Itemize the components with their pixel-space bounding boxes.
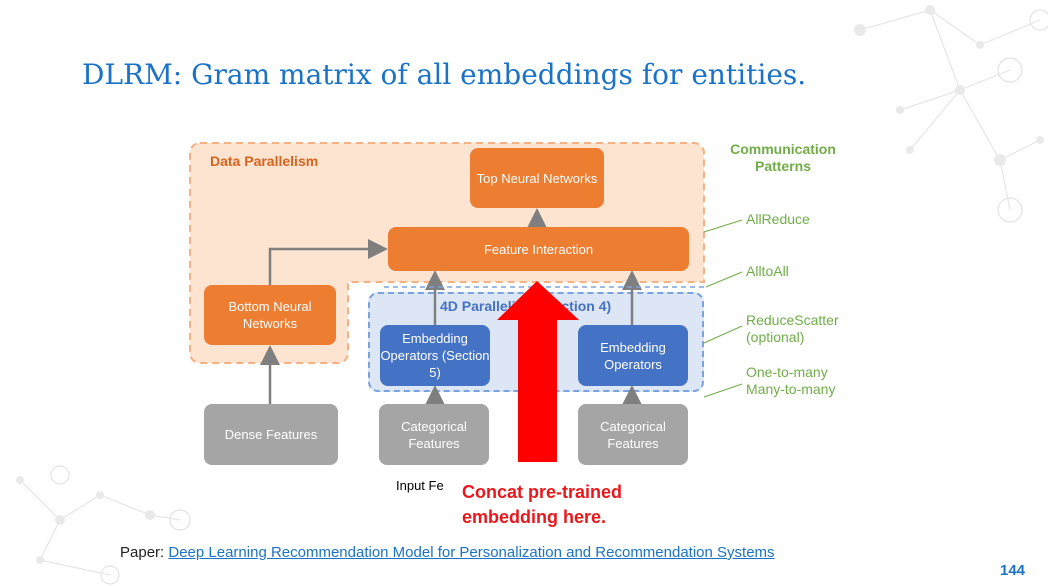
paper-prefix: Paper: — [120, 544, 165, 561]
callout-line-2: embedding here. — [462, 507, 607, 527]
embedding-operators-right-box: Embedding Operators — [578, 325, 688, 386]
categorical-features-right-box: Categorical Features — [578, 404, 688, 465]
categorical-features-left-box: Categorical Features — [379, 404, 489, 465]
optional-label: (optional) — [746, 329, 805, 345]
allreduce-label: AllReduce — [746, 211, 810, 227]
page-number: 144 — [1000, 562, 1026, 579]
callout-text: Concat pre-trained embedding here. — [462, 480, 622, 530]
top-neural-networks-box: Top Neural Networks — [470, 148, 604, 208]
communication-patterns-title: Communication Patterns — [730, 141, 836, 174]
one-to-many-label: One-to-many — [746, 364, 828, 380]
paper-link[interactable]: Deep Learning Recommendation Model for P… — [168, 544, 775, 561]
alltoall-label: AlltoAll — [746, 263, 789, 279]
data-parallelism-label: Data Parallelism — [210, 153, 319, 169]
paper-reference: Paper: Deep Learning Recommendation Mode… — [120, 544, 775, 561]
slide-title: DLRM: Gram matrix of all embeddings for … — [82, 58, 807, 91]
dense-features-box: Dense Features — [204, 404, 338, 465]
reducescatter-label: ReduceScatter — [746, 312, 839, 328]
callout-line-1: Concat pre-trained — [462, 482, 623, 502]
bottom-neural-networks-box: Bottom Neural Networks — [204, 285, 336, 345]
embedding-operators-left-box: Embedding Operators (Section 5) — [380, 325, 490, 386]
many-to-many-label: Many-to-many — [746, 381, 836, 397]
feature-interaction-box: Feature Interaction — [388, 227, 689, 271]
input-features-caption: Input Fe — [396, 478, 444, 493]
